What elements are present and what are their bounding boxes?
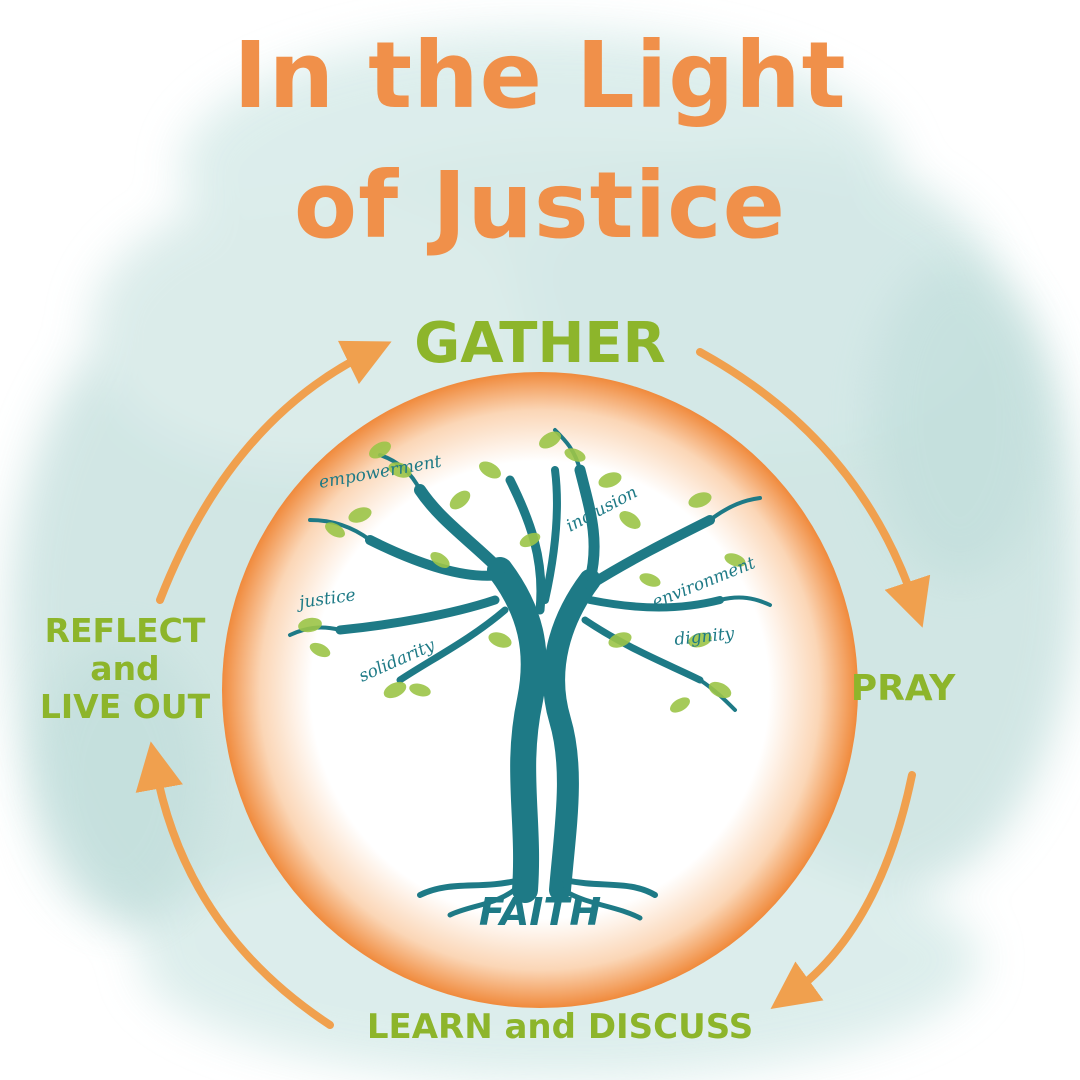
arrow-reflect-to-gather — [156, 340, 392, 604]
step-reflect-and-live-out: REFLECT and LIVE OUT — [20, 612, 230, 726]
step-reflect-line-1: REFLECT — [44, 611, 206, 650]
faith-label: FAITH — [479, 890, 601, 934]
leaf-cluster — [298, 431, 746, 713]
page-title-line-1: In the Light — [233, 22, 847, 129]
step-gather: GATHER — [414, 311, 666, 376]
arrow-gather-to-pray — [696, 348, 931, 628]
arrow-learn-to-reflect — [135, 741, 334, 1029]
tree-icon — [288, 428, 772, 921]
step-reflect-line-2: and — [90, 648, 160, 688]
arrow-pray-to-learn — [770, 771, 916, 1010]
page-title-line-2: of Justice — [293, 152, 787, 259]
step-learn-and-discuss: LEARN and DISCUSS — [366, 1007, 754, 1047]
step-reflect-line-3: LIVE OUT — [39, 686, 211, 726]
step-pray: PRAY — [850, 668, 956, 709]
